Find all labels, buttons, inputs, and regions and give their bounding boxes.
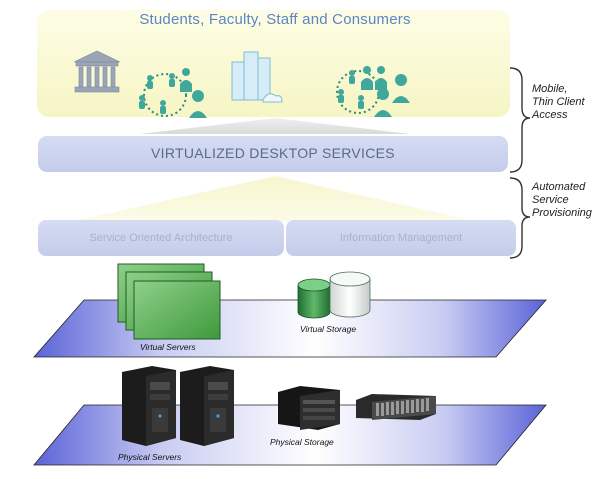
mobile-note-line: Thin Client bbox=[532, 96, 585, 108]
physical-servers-label: Physical Servers bbox=[118, 452, 182, 462]
audience-band bbox=[37, 10, 510, 117]
server-tower-icon bbox=[122, 366, 176, 446]
server-tower-icon bbox=[180, 366, 234, 446]
people-network-icon bbox=[139, 68, 207, 118]
automated-note-line: Service bbox=[532, 194, 569, 206]
disk-array-icon bbox=[356, 394, 436, 420]
information-management-band bbox=[286, 220, 516, 256]
mobile-note-line: Mobile, bbox=[532, 83, 568, 95]
virtual-servers-label: Virtual Servers bbox=[140, 342, 196, 352]
automated-note-line: Provisioning bbox=[532, 207, 592, 219]
virtualized-desktop-label: VIRTUALIZED DESKTOP SERVICES bbox=[151, 145, 395, 161]
virtual-disk-icon bbox=[329, 271, 371, 318]
physical-storage-label: Physical Storage bbox=[270, 437, 334, 447]
virtual-server-icon bbox=[117, 263, 221, 340]
soa-label: Service Oriented Architecture bbox=[89, 232, 233, 244]
virtual-disk-icon bbox=[297, 278, 331, 319]
provisioning-brace bbox=[509, 177, 531, 259]
virtualized-desktop-band bbox=[38, 136, 508, 172]
soa-band bbox=[38, 220, 284, 256]
mobile-access-note: Mobile, Thin Client Access bbox=[532, 83, 585, 122]
mobile-note-line: Access bbox=[532, 109, 568, 121]
office-tower-icon bbox=[231, 51, 283, 103]
automated-provisioning-note: Automated Service Provisioning bbox=[532, 181, 592, 220]
automated-note-line: Automated bbox=[532, 181, 586, 193]
provisioning-beam bbox=[70, 176, 480, 222]
storage-unit-icon bbox=[278, 386, 340, 430]
access-beam bbox=[140, 118, 410, 134]
virtual-platform bbox=[33, 299, 547, 358]
building-icon bbox=[73, 50, 121, 93]
information-management-label: Information Management bbox=[339, 232, 463, 244]
mobile-brace bbox=[509, 67, 531, 173]
people-network-icon bbox=[336, 66, 410, 117]
virtual-storage-label: Virtual Storage bbox=[300, 324, 357, 334]
audience-title: Students, Faculty, Staff and Consumers bbox=[139, 11, 411, 28]
